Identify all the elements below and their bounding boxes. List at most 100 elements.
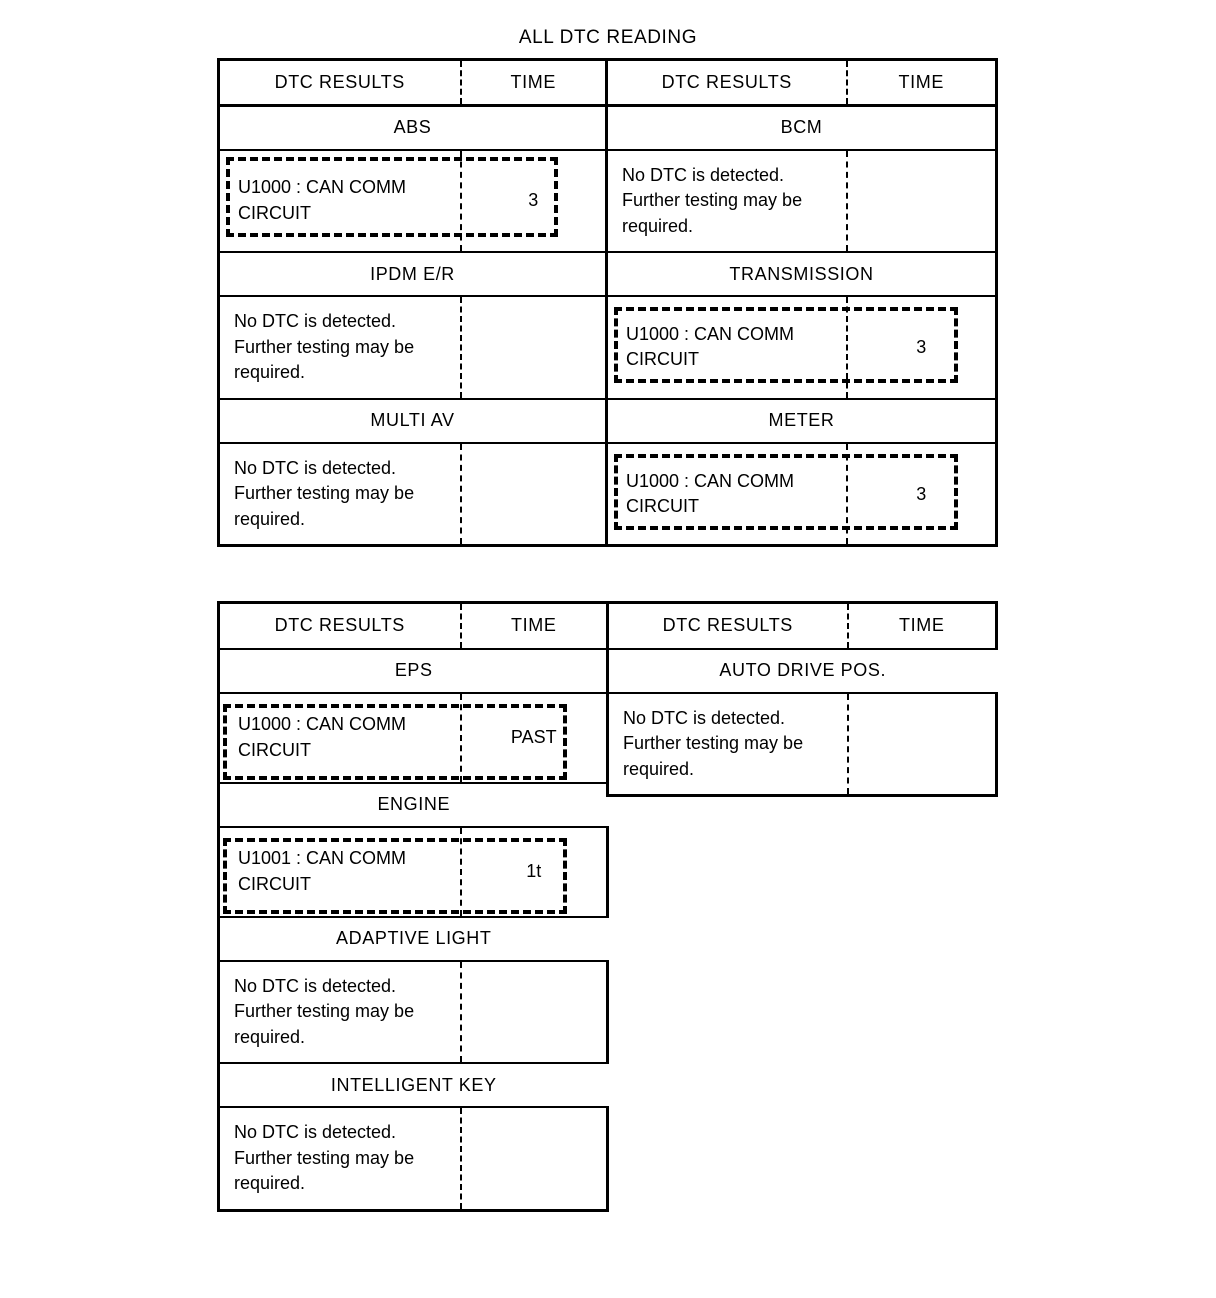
no-dtc-note-multi-av: No DTC is detected. Further testing may …	[220, 444, 460, 545]
section-row: ADAPTIVE LIGHT	[217, 916, 608, 962]
table-row: U1000 : CAN COMM CIRCUIT PAST	[217, 692, 609, 784]
section-title-abs: ABS	[217, 105, 607, 151]
note-line-1: No DTC is detected.	[234, 311, 397, 332]
time-cell-eps: PAST	[459, 692, 609, 784]
no-dtc-note-ipdm-er: No DTC is detected. Further testing may …	[220, 297, 460, 398]
dtc-result-cell-multi-av: No DTC is detected. Further testing may …	[217, 442, 461, 548]
table-header-row: DTC RESULTS TIME DTC RESULTS TIME	[217, 58, 998, 107]
time-cell-engine: 1t	[459, 826, 609, 918]
section-title-meter: METER	[605, 398, 998, 444]
section-title-multi-av: MULTI AV	[217, 398, 607, 444]
col-header-time-left-2: TIME	[459, 601, 609, 650]
no-dtc-note-adaptive-light: No DTC is detected. Further testing may …	[220, 962, 460, 1063]
dtc-result-cell-bcm: No DTC is detected. Further testing may …	[605, 149, 847, 254]
note-line-2: Further testing may be	[234, 483, 415, 504]
col-header-dtc-results-left: DTC RESULTS	[217, 58, 461, 107]
no-dtc-note-intelligent-key: No DTC is detected. Further testing may …	[220, 1108, 460, 1209]
page-title: ALL DTC READING	[518, 27, 698, 48]
note-line-3: required.	[623, 758, 695, 779]
dtc-result-cell-adaptive-light: No DTC is detected. Further testing may …	[217, 960, 461, 1065]
dtc-code-line-1: U1000 : CAN COMM	[238, 713, 407, 734]
note-line-2: Further testing may be	[622, 190, 803, 211]
dtc-result-cell-auto-drive-pos: No DTC is detected. Further testing may …	[606, 692, 848, 798]
time-cell-bcm	[845, 149, 998, 254]
section-title-bcm: BCM	[605, 105, 998, 151]
dtc-code-abs: U1000 : CAN COMM CIRCUIT	[220, 175, 460, 226]
note-line-1: No DTC is detected.	[234, 975, 397, 996]
section-row: AUTO DRIVE POS.	[606, 648, 997, 694]
dtc-code-line-2: CIRCUIT	[626, 349, 699, 370]
note-line-2: Further testing may be	[234, 336, 415, 357]
no-dtc-note-auto-drive-pos: No DTC is detected. Further testing may …	[609, 694, 847, 795]
dtc-result-cell-meter: U1000 : CAN COMM CIRCUIT	[605, 442, 958, 548]
table-row: No DTC is detected. Further testing may …	[606, 692, 998, 798]
col-header-dtc-results-right-2: DTC RESULTS	[606, 601, 848, 650]
dtc-code-engine: U1001 : CAN COMM CIRCUIT	[220, 846, 460, 897]
col-header-dtc-results-left-2: DTC RESULTS	[217, 601, 461, 650]
time-cell-auto-drive-pos	[846, 692, 998, 798]
note-line-1: No DTC is detected.	[623, 707, 786, 728]
note-line-2: Further testing may be	[234, 1147, 415, 1168]
dtc-code-line-1: U1000 : CAN COMM	[626, 323, 795, 344]
table-row: U1001 : CAN COMM CIRCUIT 1t	[217, 826, 609, 918]
section-row: IPDM E/R TRANSMISSION	[217, 252, 998, 298]
time-cell-transmission: 3	[845, 296, 998, 400]
time-value-transmission: 3	[916, 336, 927, 357]
section-row: EPS	[217, 648, 608, 694]
table-header-row: DTC RESULTS TIME	[606, 601, 998, 650]
section-title-adaptive-light: ADAPTIVE LIGHT	[217, 916, 608, 962]
section-title-ipdm-er: IPDM E/R	[217, 252, 607, 298]
col-header-dtc-results-right: DTC RESULTS	[605, 58, 847, 107]
table-row: No DTC is detected. Further testing may …	[217, 1107, 609, 1212]
section-row: ENGINE	[217, 782, 608, 828]
time-value-meter: 3	[916, 483, 927, 504]
dtc-code-transmission: U1000 : CAN COMM CIRCUIT	[608, 322, 846, 373]
section-row: INTELLIGENT KEY	[217, 1063, 608, 1109]
dtc-code-line-2: CIRCUIT	[626, 496, 699, 517]
dtc-result-cell-transmission: U1000 : CAN COMM CIRCUIT	[605, 296, 958, 400]
dtc-code-line-2: CIRCUIT	[238, 873, 311, 894]
dtc-code-meter: U1000 : CAN COMM CIRCUIT	[608, 469, 846, 520]
dtc-code-line-1: U1001 : CAN COMM	[238, 847, 407, 868]
dtc-result-cell-engine: U1001 : CAN COMM CIRCUIT	[217, 826, 567, 918]
note-line-3: required.	[234, 508, 306, 529]
dtc-code-eps: U1000 : CAN COMM CIRCUIT	[220, 712, 460, 763]
section-title-eps: EPS	[217, 648, 608, 694]
table-row: U1000 : CAN COMM CIRCUIT 3 No DTC is det…	[217, 149, 998, 254]
table-row: No DTC is detected. Further testing may …	[217, 296, 998, 400]
time-value-abs: 3	[528, 190, 539, 211]
table-row: No DTC is detected. Further testing may …	[217, 960, 609, 1065]
time-cell-ipdm-er	[459, 296, 607, 400]
dtc-code-line-2: CIRCUIT	[238, 739, 311, 760]
note-line-3: required.	[234, 1173, 306, 1194]
note-line-1: No DTC is detected.	[622, 164, 785, 185]
dtc-table-2-left: DTC RESULTS TIME EPS U1000 : CAN COMM CI…	[217, 601, 609, 1212]
note-line-1: No DTC is detected.	[234, 457, 397, 478]
section-row: MULTI AV METER	[217, 398, 998, 444]
table-row: No DTC is detected. Further testing may …	[217, 442, 998, 548]
time-value-eps: PAST	[510, 727, 557, 747]
table-header-row: DTC RESULTS TIME	[217, 601, 609, 650]
no-dtc-note-bcm: No DTC is detected. Further testing may …	[608, 151, 846, 252]
col-header-time-left: TIME	[459, 58, 607, 107]
note-line-3: required.	[234, 362, 306, 383]
section-title-auto-drive-pos: AUTO DRIVE POS.	[606, 648, 997, 694]
time-value-engine: 1t	[526, 861, 542, 881]
section-title-transmission: TRANSMISSION	[605, 252, 998, 298]
dtc-code-line-1: U1000 : CAN COMM	[238, 177, 407, 198]
section-row: ABS BCM	[217, 105, 998, 151]
note-line-3: required.	[234, 1026, 306, 1047]
col-header-time-right: TIME	[845, 58, 998, 107]
section-title-intelligent-key: INTELLIGENT KEY	[217, 1063, 608, 1109]
time-cell-adaptive-light	[459, 960, 609, 1065]
dtc-code-line-1: U1000 : CAN COMM	[626, 470, 795, 491]
dtc-result-cell-abs: U1000 : CAN COMM CIRCUIT	[217, 149, 558, 254]
dtc-result-cell-intelligent-key: No DTC is detected. Further testing may …	[217, 1107, 461, 1212]
time-cell-multi-av	[459, 442, 607, 548]
note-line-3: required.	[622, 215, 694, 236]
dtc-result-cell-eps: U1000 : CAN COMM CIRCUIT	[217, 692, 567, 784]
time-cell-meter: 3	[845, 442, 998, 548]
note-line-1: No DTC is detected.	[234, 1122, 397, 1143]
note-line-2: Further testing may be	[623, 733, 804, 754]
col-header-time-right-2: TIME	[846, 601, 998, 650]
